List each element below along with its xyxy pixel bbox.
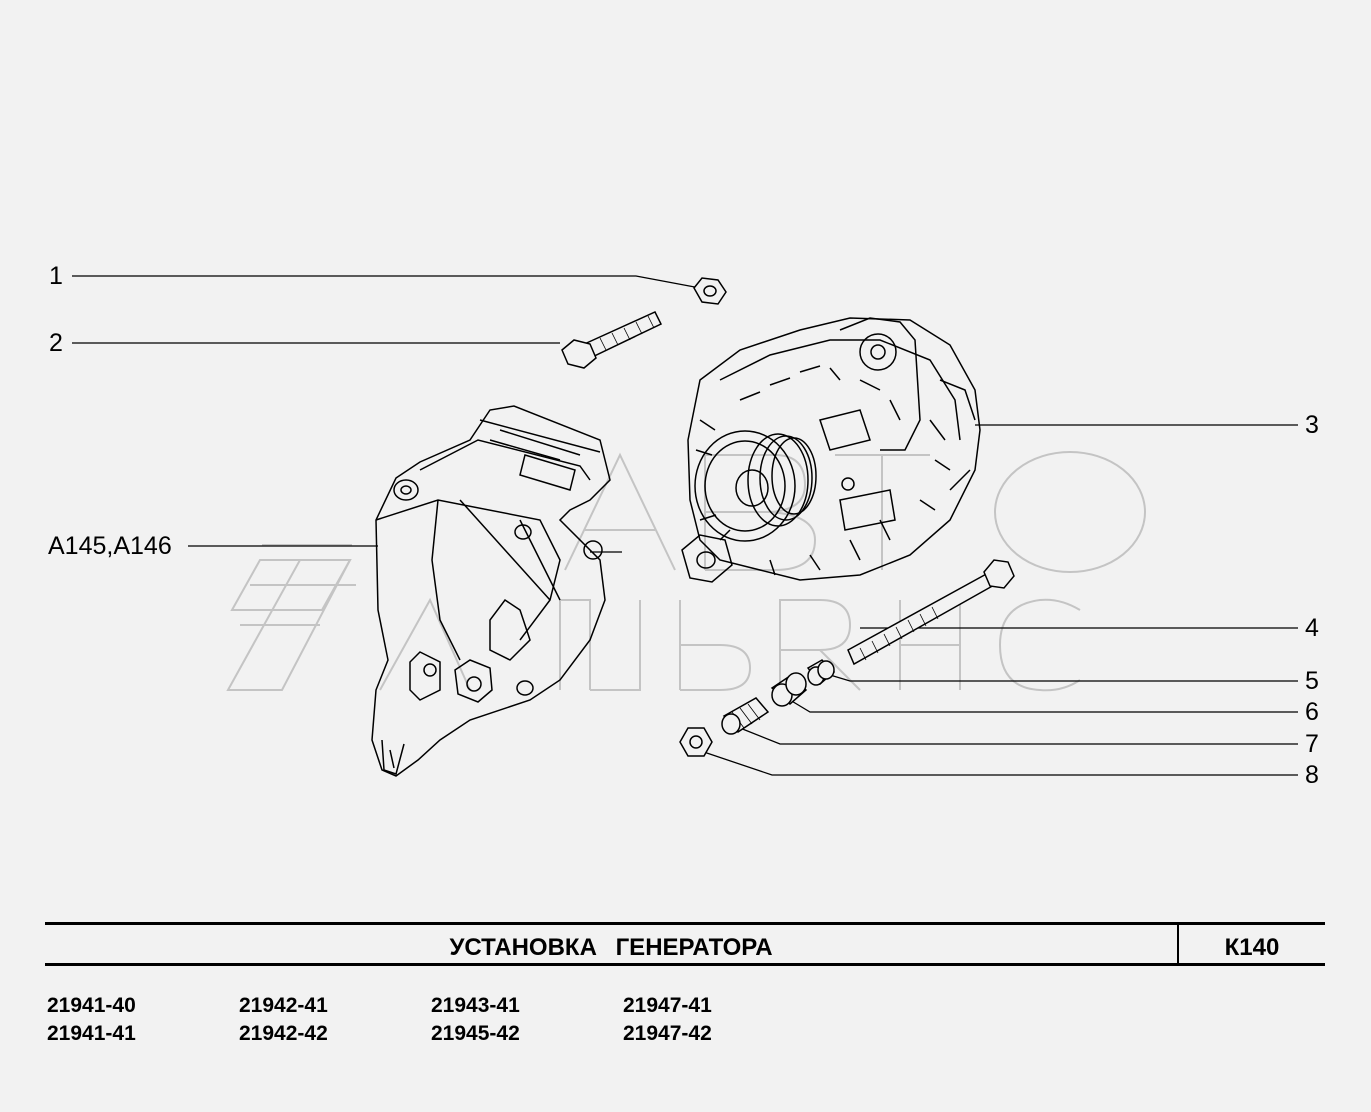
parts-diagram bbox=[72, 275, 1298, 777]
callout-7: 7 bbox=[1305, 730, 1319, 758]
callout-3: 3 bbox=[1305, 411, 1319, 439]
page-title: УСТАНОВКА ГЕНЕРАТОРА bbox=[449, 934, 773, 961]
part-2-bolt bbox=[561, 311, 663, 369]
model-number: 21945-42 bbox=[431, 1022, 520, 1045]
part-7-threaded-bushing bbox=[721, 697, 770, 735]
model-number: 21947-42 bbox=[623, 1022, 712, 1045]
callout-2: 2 bbox=[49, 329, 63, 357]
title-bar: УСТАНОВКА ГЕНЕРАТОРА К140 bbox=[45, 922, 1325, 966]
part-1-flange-nut bbox=[693, 277, 727, 305]
model-column: 21947-41 21947-42 bbox=[623, 992, 803, 1048]
part-8-nut bbox=[679, 727, 713, 757]
model-column: 21941-40 21941-41 bbox=[47, 992, 227, 1048]
watermark-logo bbox=[226, 451, 1146, 692]
callout-8: 8 bbox=[1305, 761, 1319, 789]
part-5-bushing bbox=[806, 659, 836, 686]
part-4-long-bolt bbox=[847, 559, 1015, 666]
model-number: 21947-41 bbox=[623, 994, 712, 1017]
model-column: 21942-41 21942-42 bbox=[239, 992, 419, 1048]
model-number: 21943-41 bbox=[431, 994, 520, 1017]
mounting-bracket bbox=[371, 405, 611, 777]
callout-5: 5 bbox=[1305, 667, 1319, 695]
model-number: 21942-42 bbox=[239, 1022, 328, 1045]
title-divider bbox=[1177, 925, 1179, 963]
model-number: 21941-41 bbox=[47, 1022, 136, 1045]
callout-bracket: A145,A146 bbox=[48, 532, 172, 560]
callout-4: 4 bbox=[1305, 614, 1319, 642]
model-column: 21943-41 21945-42 bbox=[431, 992, 611, 1048]
callout-1: 1 bbox=[49, 262, 63, 290]
diagram-code: К140 bbox=[1224, 934, 1280, 961]
model-number: 21942-41 bbox=[239, 994, 328, 1017]
leader-lines bbox=[72, 275, 1298, 776]
part-3-alternator bbox=[681, 317, 981, 583]
callout-6: 6 bbox=[1305, 698, 1319, 726]
model-number: 21941-40 bbox=[47, 994, 136, 1017]
part-6-spacer bbox=[770, 672, 808, 707]
